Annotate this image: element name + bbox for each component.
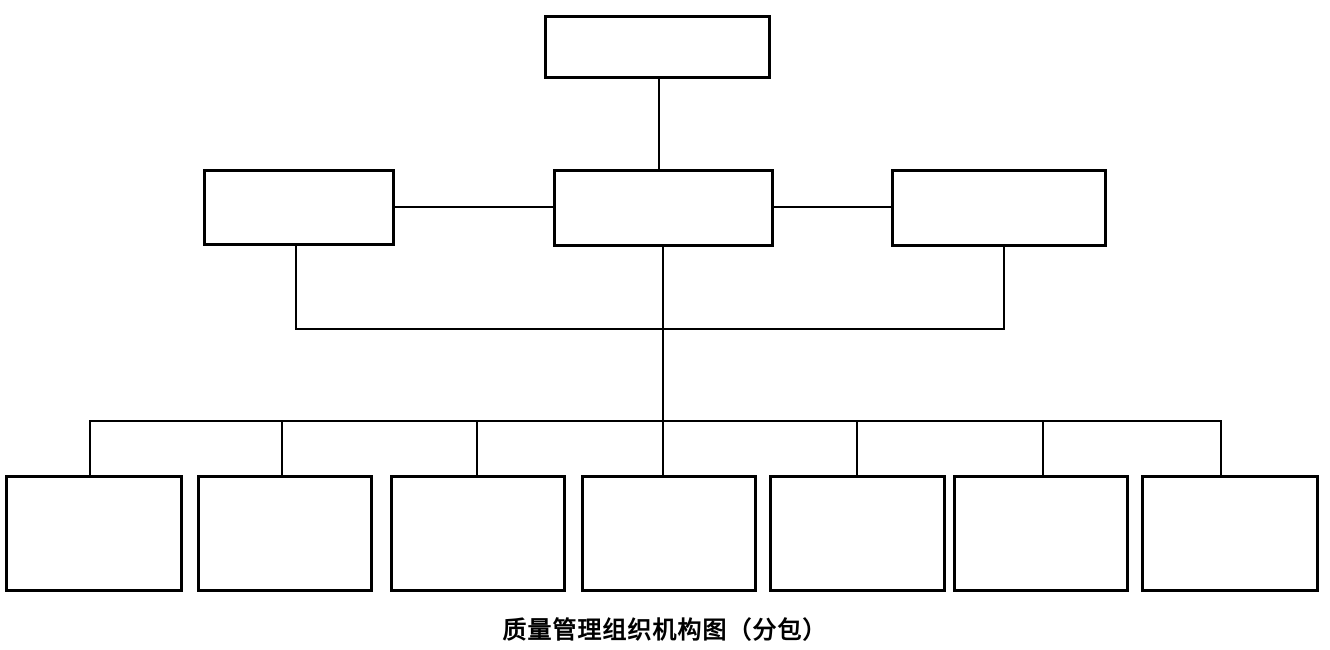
- org-node-level3-1: [5, 475, 183, 592]
- connector-drop-7: [1220, 420, 1222, 475]
- org-node-top: [544, 15, 771, 79]
- connector-distribution-bar: [89, 420, 1222, 422]
- org-node-level2-left: [203, 169, 395, 246]
- org-node-level3-7: [1141, 475, 1319, 592]
- connector-drop-1: [89, 420, 91, 475]
- connector-drop-5: [856, 420, 858, 475]
- connector-right-drop: [1003, 247, 1005, 330]
- org-node-level3-2: [197, 475, 373, 592]
- org-node-level2-center: [553, 169, 774, 247]
- connector-center-to-right: [774, 206, 891, 208]
- org-node-level3-3: [390, 475, 566, 592]
- connector-drop-3: [476, 420, 478, 475]
- connector-top-to-center: [658, 79, 660, 169]
- connector-left-to-center: [395, 206, 553, 208]
- connector-drop-4: [662, 420, 664, 475]
- org-node-level3-4: [581, 475, 757, 592]
- connector-center-trunk: [662, 247, 664, 422]
- org-node-level3-6: [953, 475, 1129, 592]
- connector-mid-tie-bar: [295, 328, 1005, 330]
- connector-drop-6: [1042, 420, 1044, 475]
- diagram-caption: 质量管理组织机构图（分包）: [502, 618, 828, 644]
- org-node-level2-right: [891, 169, 1107, 247]
- connector-left-drop: [295, 246, 297, 330]
- connector-drop-2: [281, 420, 283, 475]
- org-node-level3-5: [769, 475, 946, 592]
